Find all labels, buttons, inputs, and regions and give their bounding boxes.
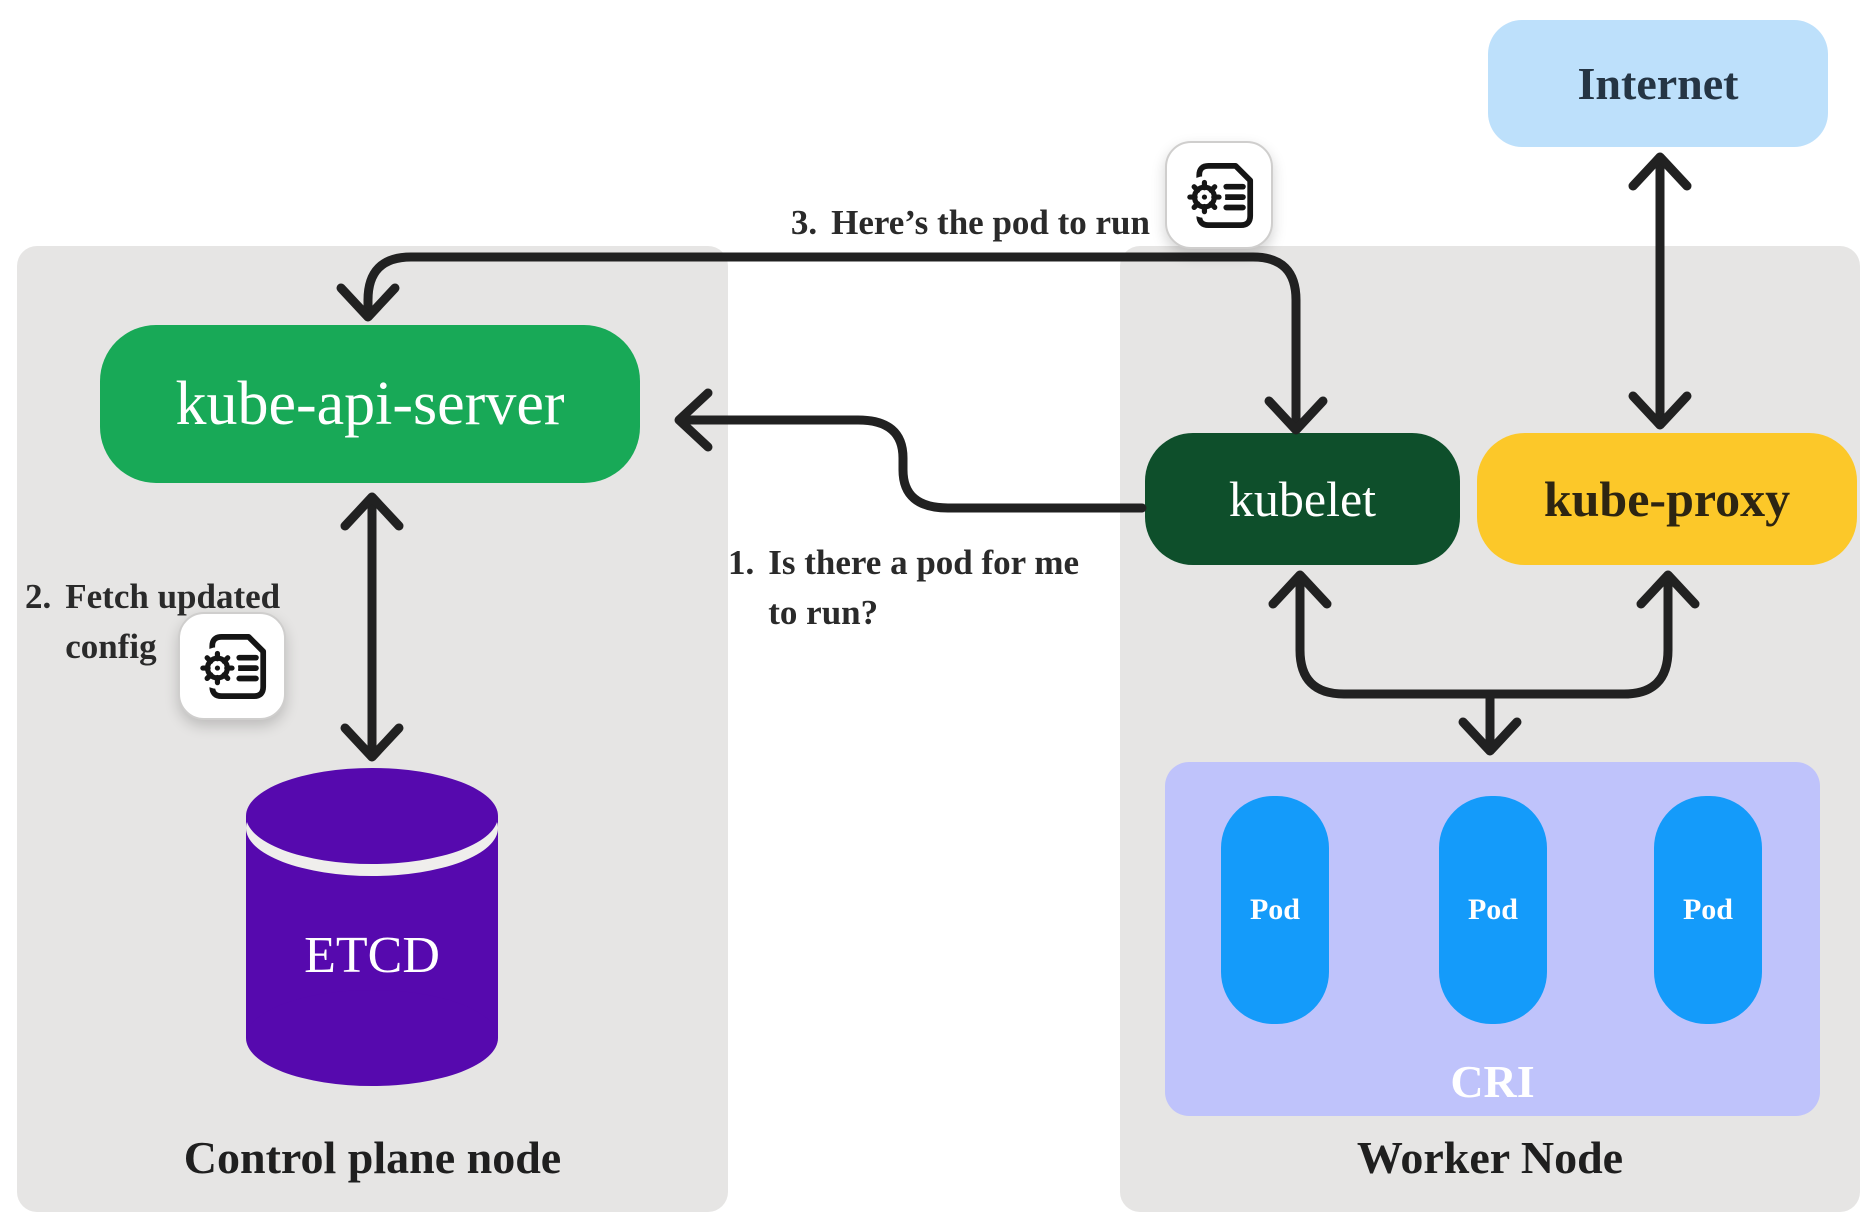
pod-1: Pod: [1221, 796, 1329, 1024]
control-plane-node-label: Control plane node: [183, 1132, 562, 1183]
annotation-step1-text: Is there a pod for me to run?: [768, 543, 1080, 632]
internet-box: Internet: [1488, 20, 1828, 147]
gear-document-glyph: [196, 634, 267, 700]
annotation-step3-text: Here’s the pod to run: [831, 203, 1150, 242]
cri-label: CRI: [1450, 1056, 1535, 1107]
etcd-cylinder-lid: [246, 768, 498, 864]
annotation-step3-number: 3.: [790, 203, 818, 242]
etcd-cylinder-bottom: [246, 990, 498, 1086]
gear-document-glyph: [1183, 163, 1254, 229]
kube-proxy-box: kube-proxy: [1477, 433, 1857, 565]
cri-container-box: Pod Pod Pod CRI: [1165, 762, 1820, 1116]
kubelet-box: kubelet: [1145, 433, 1460, 565]
etcd-label: ETCD: [304, 927, 440, 984]
config-file-icon: [178, 612, 286, 720]
arrow-step1-kubelet-to-api-server: [674, 388, 1147, 513]
etcd-database-cylinder: ETCD: [246, 768, 498, 1086]
pod-3: Pod: [1654, 796, 1762, 1024]
worker-node-label: Worker Node: [1356, 1132, 1624, 1183]
annotation-step3: 3. Here’s the pod to run: [680, 198, 1150, 248]
annotation-step2: 2. Fetch updated config: [25, 572, 280, 671]
annotation-step2-text: Fetch updated config: [65, 577, 281, 666]
annotation-step1: 1. Is there a pod for me to run?: [728, 538, 1079, 637]
annotation-step1-number: 1.: [728, 543, 755, 582]
config-file-icon: [1165, 141, 1273, 249]
annotation-step2-number: 2.: [25, 577, 52, 616]
pod-2: Pod: [1439, 796, 1547, 1024]
kube-api-server-box: kube-api-server: [100, 325, 640, 483]
